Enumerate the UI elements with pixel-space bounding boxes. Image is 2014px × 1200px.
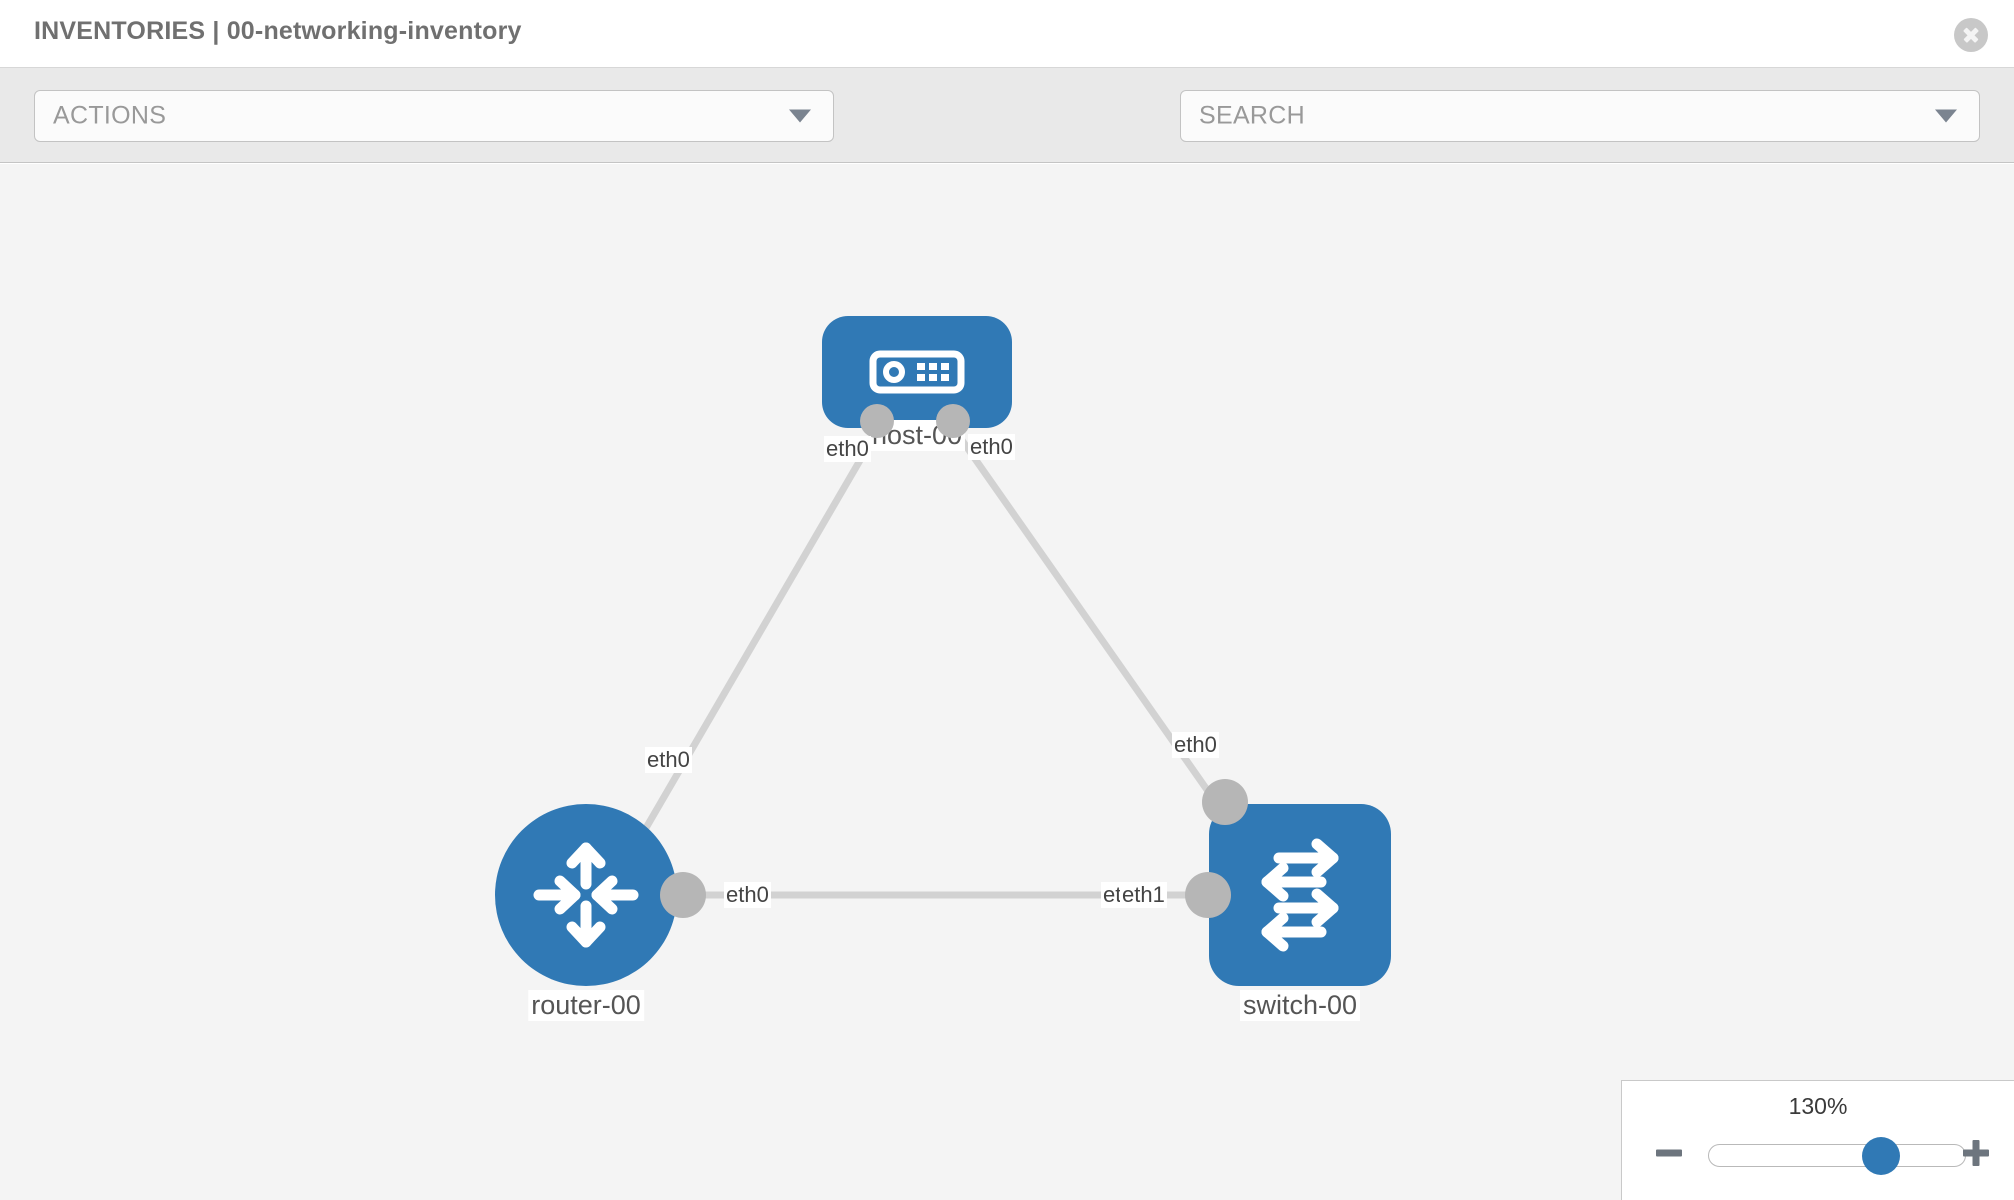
actions-dropdown-label: ACTIONS bbox=[53, 101, 167, 130]
zoom-out-button[interactable] bbox=[1655, 1139, 1683, 1167]
page-title: INVENTORIES | 00-networking-inventory bbox=[34, 17, 522, 45]
chevron-down-icon bbox=[1935, 109, 1957, 123]
topology-canvas[interactable]: host-00 router-00 bbox=[0, 164, 2014, 1200]
topology-node-label: switch-00 bbox=[1239, 990, 1361, 1021]
port-nub-router-right[interactable] bbox=[660, 872, 706, 918]
close-icon[interactable] bbox=[1954, 18, 1988, 52]
search-placeholder: SEARCH bbox=[1199, 101, 1305, 130]
zoom-control-panel: 130% bbox=[1621, 1080, 2014, 1200]
actions-dropdown[interactable]: ACTIONS bbox=[34, 90, 834, 142]
port-label-switch-left-b: eth1 bbox=[1120, 882, 1167, 908]
server-icon bbox=[822, 316, 1012, 428]
port-label-switch-upper: eth0 bbox=[1172, 732, 1219, 758]
search-input[interactable]: SEARCH bbox=[1180, 90, 1980, 142]
port-nub-switch-left[interactable] bbox=[1185, 872, 1231, 918]
topology-node-router-00[interactable]: router-00 bbox=[495, 804, 677, 1021]
port-label-router-upper: eth0 bbox=[645, 747, 692, 773]
zoom-slider-thumb[interactable] bbox=[1861, 1136, 1900, 1175]
port-label-router-right: eth0 bbox=[724, 882, 771, 908]
topology-node-switch-00[interactable]: switch-00 bbox=[1209, 804, 1391, 1021]
zoom-slider-track[interactable] bbox=[1708, 1136, 1966, 1175]
zoom-slider-row bbox=[1622, 1131, 2014, 1175]
topology-node-label: router-00 bbox=[528, 990, 644, 1021]
page-header: INVENTORIES | 00-networking-inventory bbox=[0, 0, 2014, 68]
port-label-host-left: eth0 bbox=[824, 436, 871, 462]
port-nub-host-left[interactable] bbox=[860, 404, 894, 438]
port-nub-switch-top[interactable] bbox=[1202, 779, 1248, 825]
zoom-in-button[interactable] bbox=[1962, 1139, 1990, 1167]
chevron-down-icon bbox=[789, 109, 811, 123]
port-nub-host-right[interactable] bbox=[936, 404, 970, 438]
switch-arrows-icon bbox=[1209, 804, 1391, 986]
toolbar: ACTIONS SEARCH bbox=[0, 68, 2014, 199]
router-arrows-icon bbox=[495, 804, 677, 986]
port-label-host-right: eth0 bbox=[968, 434, 1015, 460]
topology-node-host-00[interactable]: host-00 bbox=[822, 316, 1012, 451]
zoom-level-value: 130% bbox=[1788, 1093, 1848, 1119]
